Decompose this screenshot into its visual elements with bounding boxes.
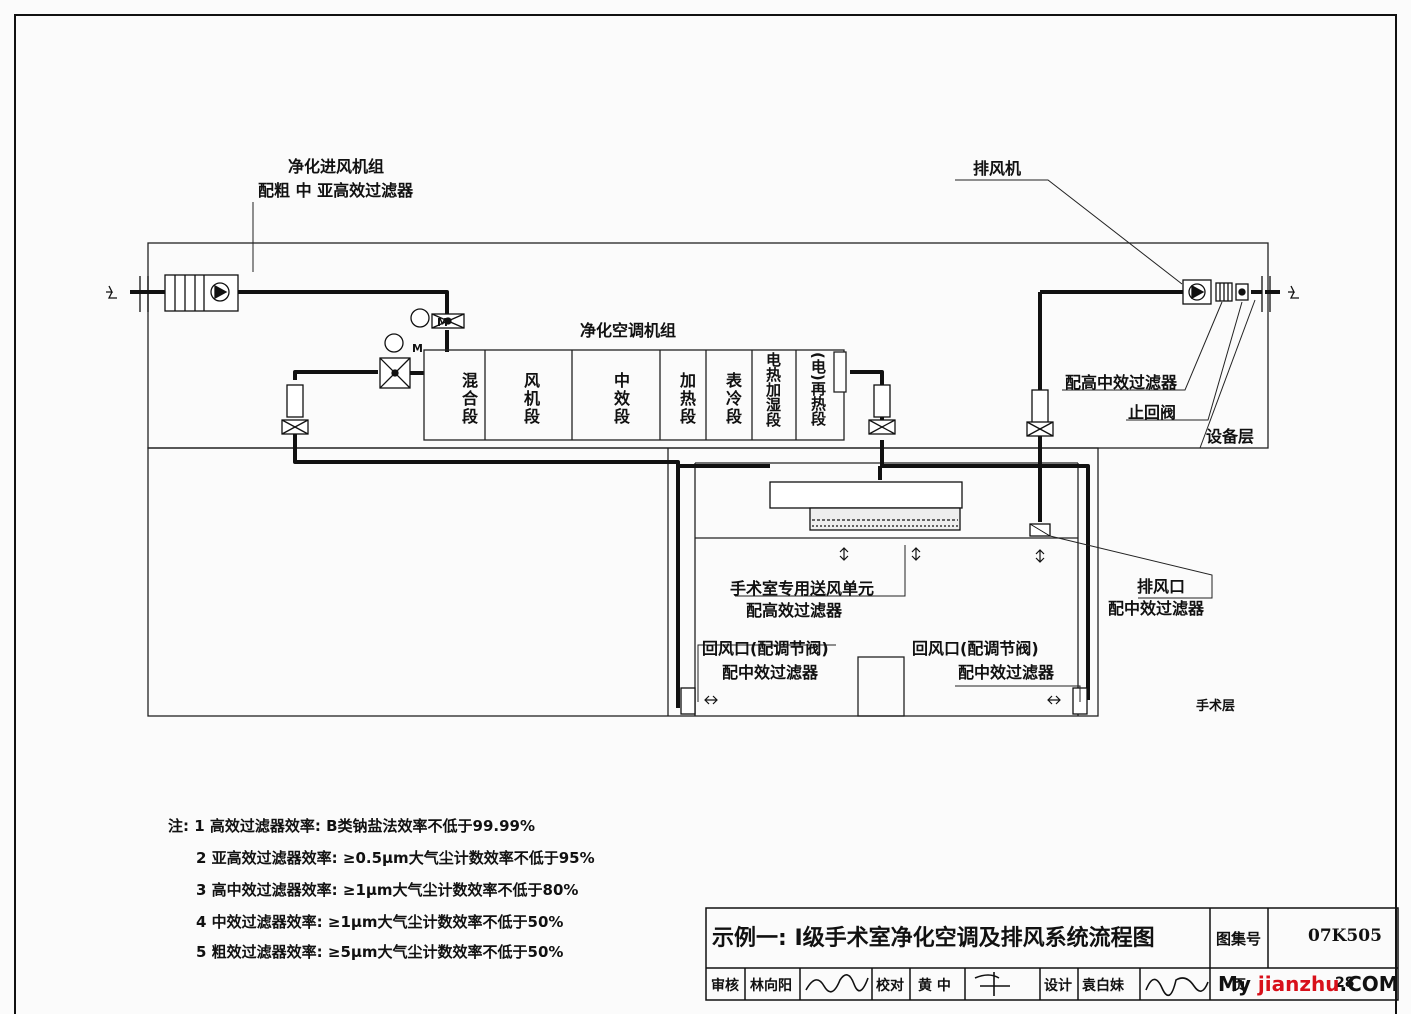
supply-filter-right xyxy=(873,384,891,418)
watermark: My jianzhu.COM xyxy=(1218,972,1399,996)
note-1: 注: 1 高效过滤器效率: B类钠盐法效率不低于99.99% xyxy=(168,817,536,835)
section-mixing: 混合段 xyxy=(459,372,478,426)
return-left-label-2: 配中效过滤器 xyxy=(722,663,819,682)
motor-damper-left xyxy=(379,333,411,389)
supply-unit-label-2: 配高效过滤器 xyxy=(746,601,843,620)
ahu-title: 净化空调机组 xyxy=(580,321,677,340)
section-heating: 加热段 xyxy=(677,372,696,426)
note-5: 5 粗效过滤器效率: ≥5μm大气尘计数效率不低于50% xyxy=(196,943,564,961)
drawing-frame xyxy=(14,14,1397,1014)
motor-damper-top xyxy=(410,308,465,329)
return-duct-left xyxy=(293,420,680,708)
check-label: 校对 xyxy=(876,978,904,994)
section-reheat: (电)再热段 xyxy=(809,352,827,426)
section-humidifying: 电热加湿段 xyxy=(764,352,782,427)
supply-unit-label-1: 手术室专用送风单元 xyxy=(730,579,875,598)
signatures xyxy=(805,972,1209,997)
design-label: 设计 xyxy=(1044,978,1072,994)
operation-floor-outline xyxy=(147,447,1099,717)
page-no: 28 xyxy=(1335,975,1355,991)
exhaust-fan-label: 排风机 xyxy=(973,159,1022,178)
exhaust-outlet-label-2: 配中效过滤器 xyxy=(1108,599,1205,618)
section-cooling: 表冷段 xyxy=(723,372,742,426)
fresh-air-duct xyxy=(238,290,449,318)
door xyxy=(857,656,905,717)
watermark-part-1: My xyxy=(1218,972,1258,996)
note-2: 2 亚高效过滤器效率: ≥0.5μm大气尘计数效率不低于95% xyxy=(196,849,595,867)
watermark-part-2: jianzhu xyxy=(1257,972,1340,996)
high-mid-filter-label: 配高中效过滤器 xyxy=(1065,373,1178,392)
note-3: 3 高中效过滤器效率: ≥1μm大气尘计数效率不低于80% xyxy=(196,881,579,899)
exhaust-fan-icon xyxy=(1182,279,1262,305)
atlas-no: 07K505 xyxy=(1308,926,1382,946)
page-label: 页 xyxy=(1232,978,1246,994)
fresh-air-filters-label: 配粗 中 亚高效过滤器 xyxy=(258,181,414,200)
checker-name: 黄 中 xyxy=(918,978,951,994)
return-right-label-1: 回风口(配调节阀) xyxy=(912,639,1039,658)
section-medium-filter: 中效段 xyxy=(611,372,630,426)
atlas-no-label: 图集号 xyxy=(1216,930,1262,948)
designer-name: 袁白妹 xyxy=(1082,978,1124,994)
check-valve-label: 止回阀 xyxy=(1128,403,1177,422)
motor-label-top: M xyxy=(437,316,448,329)
title-block xyxy=(705,907,1399,1001)
return-duct-right xyxy=(880,440,1090,700)
motor-label-left: M xyxy=(412,342,423,355)
return-right-label-2: 配中效过滤器 xyxy=(958,663,1055,682)
watermark-part-3: .COM xyxy=(1339,972,1399,996)
note-4: 4 中效过滤器效率: ≥1μm大气尘计数效率不低于50% xyxy=(196,913,564,931)
equipment-floor-outline xyxy=(147,242,1269,449)
supply-air-unit xyxy=(769,481,963,531)
equipment-floor-label: 设备层 xyxy=(1206,427,1255,446)
return-filter-left xyxy=(286,384,304,418)
section-fan: 风机段 xyxy=(521,372,540,426)
drawing-title: 示例一: Ⅰ级手术室净化空调及排风系统流程图 xyxy=(712,926,1155,951)
ahu-box xyxy=(423,349,847,441)
operation-floor-label: 手术层 xyxy=(1196,699,1236,714)
fresh-air-unit-label: 净化进风机组 xyxy=(288,157,385,176)
fresh-air-unit-icon xyxy=(164,274,239,312)
exhaust-outlet-label-1: 排风口 xyxy=(1137,577,1186,596)
review-label: 审核 xyxy=(711,978,739,994)
return-left-label-1: 回风口(配调节阀) xyxy=(702,639,829,658)
reviewer-name: 林向阳 xyxy=(750,978,792,994)
return-outlet-left xyxy=(680,687,696,715)
